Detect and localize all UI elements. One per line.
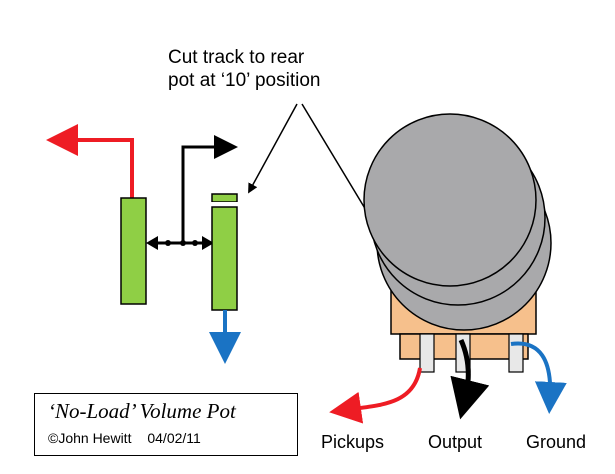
wiper-node-2 (180, 240, 186, 246)
diagram-title: ‘No-Load’ Volume Pot (48, 399, 236, 423)
author: ©John Hewitt (48, 430, 132, 446)
rear-track-top (211, 193, 238, 203)
wiper-node-1 (165, 240, 171, 246)
potentiometer (329, 113, 567, 424)
date: 04/02/11 (147, 430, 201, 446)
red-output-arrow (46, 124, 134, 198)
lug-ground (508, 333, 524, 373)
wiper-arrow (181, 135, 238, 243)
pickups-wire (329, 367, 422, 424)
annotation-line-1: Cut track to rear (168, 47, 305, 68)
front-disc (363, 113, 537, 287)
annotation-pointer-left (248, 103, 298, 194)
ground-wire (510, 341, 567, 414)
pickups-label: Pickups (321, 432, 385, 452)
output-label: Output (428, 432, 483, 452)
title-box: ‘No-Load’ Volume Pot ©John Hewitt 04/02/… (34, 393, 298, 456)
front-track (120, 197, 147, 305)
cut-track-annotation: Cut track to rear pot at ‘10’ position (168, 46, 320, 92)
rear-track (211, 206, 238, 311)
ground-label: Ground (526, 432, 587, 452)
wiper-arrow-left (146, 236, 158, 250)
wiper-arrow-right (202, 236, 214, 250)
wiper-node-3 (192, 240, 198, 246)
lug-pickups (419, 333, 435, 373)
credit-line: ©John Hewitt 04/02/11 (48, 430, 213, 446)
output-wire (450, 338, 490, 420)
rear-track-cut (210, 202, 239, 207)
annotation-line-2: pot at ‘10’ position (168, 70, 321, 91)
track-schematic (46, 124, 241, 364)
